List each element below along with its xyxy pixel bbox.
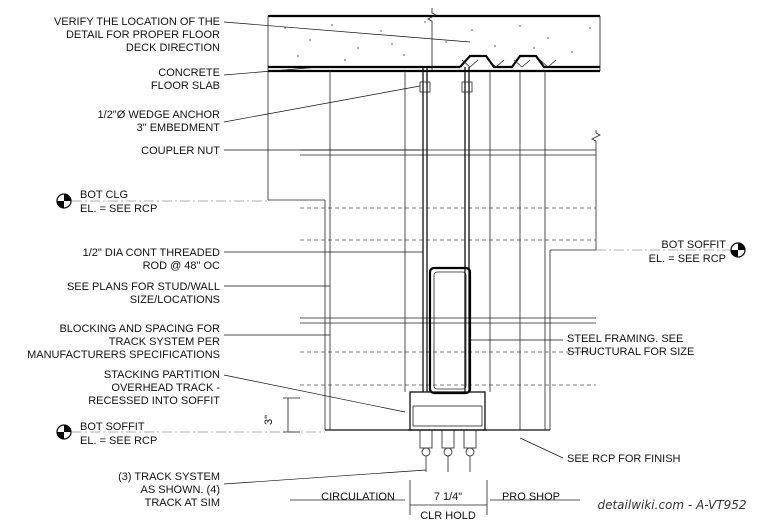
bot-clg-label: BOT CLG [80,189,128,201]
dimension-lines [283,397,580,515]
steel-note-line1: STEEL FRAMING. SEE [567,333,683,345]
plans-note-line2: SIZE/LOCATIONS [130,294,220,306]
note-labels: VERIFY THE LOCATION OF THE DETAIL FOR PR… [27,16,694,509]
vertical-dimension: 3" [263,415,275,425]
verify-note-line3: DECK DIRECTION [126,42,220,54]
bot-soffit-right-marker [596,242,746,258]
steel-note-line2: STRUCTURAL FOR SIZE [567,346,694,358]
stacking-note-line2: OVERHEAD TRACK - [111,382,220,394]
bot-soffit-right-el-label: EL. = SEE RCP [649,253,726,265]
blocking-note-line3: MANUFACTURERS SPECIFICATIONS [27,349,220,361]
steel-tube [428,266,472,395]
stacking-note-line3: RECESSED INTO SOFFIT [88,395,220,407]
blocking-note-line1: BLOCKING AND SPACING FOR [59,323,220,335]
circulation-label: CIRCULATION [321,491,395,503]
verify-note-line2: DETAIL FOR PROPER FLOOR [66,29,220,41]
watermark: detailwiki.com - A-VT952 [597,498,746,512]
clear-width-dimension: 7 1/4" [434,491,462,503]
studs [329,71,546,430]
elevation-labels: BOT CLG EL. = SEE RCP BOT SOFFIT EL. = S… [80,189,726,447]
plans-note-line1: SEE PLANS FOR STUD/WALL [67,281,220,293]
track-note-line3: TRACK AT SIM [145,497,220,509]
bot-soffit-left-marker [56,424,325,440]
track-assembly [408,391,487,472]
pro-shop-label: PRO SHOP [502,491,560,503]
verify-note-line1: VERIFY THE LOCATION OF THE [54,16,220,28]
bot-clg-marker [56,193,268,209]
space-labels: CIRCULATION PRO SHOP [321,491,560,503]
bot-clg-el-label: EL. = SEE RCP [80,203,157,215]
rod-note-line2: ROD @ 48" OC [143,260,220,272]
stacking-note-line1: STACKING PARTITION [104,369,220,381]
bot-soffit-left-label: BOT SOFFIT [80,421,145,433]
track-note-line2: AS SHOWN. (4) [141,484,220,496]
anchor-note-line2: 3" EMBEDMENT [137,122,221,134]
threaded-rods [419,67,473,392]
concrete-note-line1: CONCRETE [158,67,220,79]
anchor-note-line1: 1/2"Ø WEDGE ANCHOR [98,109,221,121]
rcp-finish-note: SEE RCP FOR FINISH [567,453,681,465]
bot-soffit-left-el-label: EL. = SEE RCP [80,435,157,447]
rod-note-line1: 1/2" DIA CONT THREADED [83,247,220,259]
leader-lines [223,21,564,485]
track-note-line1: (3) TRACK SYSTEM [118,471,220,483]
coupler-note: COUPLER NUT [141,145,220,157]
clr-hold-label: CLR HOLD [420,510,476,522]
wall-outline [267,71,597,431]
concrete-note-line2: FLOOR SLAB [151,80,220,92]
bot-soffit-right-label: BOT SOFFIT [661,239,726,251]
blocking-note-line2: TRACK SYSTEM PER [109,336,220,348]
dimension-labels: 3" 7 1/4" CLR HOLD [263,415,476,522]
